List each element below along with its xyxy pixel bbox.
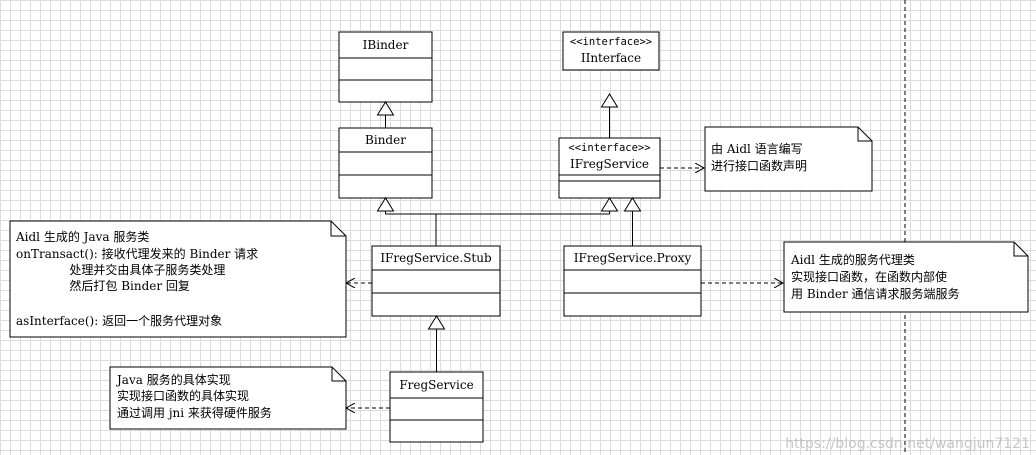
- note-line: 通过调用 jni 来获得硬件服务: [117, 405, 272, 420]
- class-ifregservice-stub[interactable]: IFregService.Stub: [371, 245, 501, 317]
- class-ifregservice-proxy[interactable]: IFregService.Proxy: [563, 245, 702, 317]
- note-line: 实现接口函数的具体实现: [117, 388, 249, 403]
- note-line: 实现接口函数，在函数内部使: [791, 269, 947, 284]
- note-line: 处理并交由具体子服务类处理: [16, 262, 225, 277]
- generalization-proxy-ifregservice: [623, 197, 642, 246]
- note-stub-service-class[interactable]: Aidl 生成的 Java 服务类 onTransact(): 接收代理发来的 …: [9, 220, 347, 338]
- note-line: 然后打包 Binder 回复: [16, 278, 190, 293]
- class-fregservice[interactable]: FregService: [389, 371, 484, 443]
- stereotype-label: <<interface>>: [570, 36, 652, 48]
- class-iinterface[interactable]: <<interface>> IInterface: [562, 31, 660, 71]
- note-line: 由 Aidl 语言编写: [711, 141, 803, 156]
- note-fregservice-impl[interactable]: Java 服务的具体实现 实现接口函数的具体实现 通过调用 jni 来获得硬件服…: [109, 366, 347, 430]
- class-name: IBinder: [363, 38, 409, 52]
- note-line: Aidl 生成的服务代理类: [790, 252, 915, 267]
- class-ibinder[interactable]: IBinder: [338, 31, 433, 103]
- class-name: FregService: [399, 378, 473, 392]
- stereotype-label: <<interface>>: [568, 142, 650, 154]
- class-name: IFregService.Proxy: [574, 251, 692, 265]
- generalization-binder-ibinder: [376, 101, 395, 128]
- class-name: Binder: [365, 133, 406, 147]
- class-binder[interactable]: Binder: [338, 127, 433, 199]
- generalization-stub-binder-ifregservice: [376, 197, 619, 246]
- note-line: Aidl 生成的 Java 服务类: [15, 229, 149, 244]
- note-line: Java 服务的具体实现: [115, 372, 231, 387]
- class-name: IFregService: [570, 157, 649, 171]
- class-name: IFregService.Stub: [380, 251, 492, 265]
- note-line: 进行接口函数声明: [711, 158, 807, 173]
- watermark-text: https://blog.csdn.net/wangjun7121: [785, 436, 1030, 452]
- class-name: IInterface: [581, 51, 641, 65]
- note-line: asInterface(): 返回一个服务代理对象: [16, 313, 222, 328]
- class-ifregservice[interactable]: <<interface>> IFregService: [558, 137, 661, 199]
- generalization-ifregservice-iinterface: [600, 93, 619, 138]
- note-line: 用 Binder 通信请求服务端服务: [791, 286, 960, 301]
- generalization-fregservice-stub: [427, 315, 446, 372]
- note-aidl-interface[interactable]: 由 Aidl 语言编写 进行接口函数声明: [704, 126, 873, 192]
- note-line: onTransact(): 接收代理发来的 Binder 请求: [16, 246, 258, 261]
- note-proxy-class[interactable]: Aidl 生成的服务代理类 实现接口函数，在函数内部使 用 Binder 通信请…: [783, 241, 1029, 313]
